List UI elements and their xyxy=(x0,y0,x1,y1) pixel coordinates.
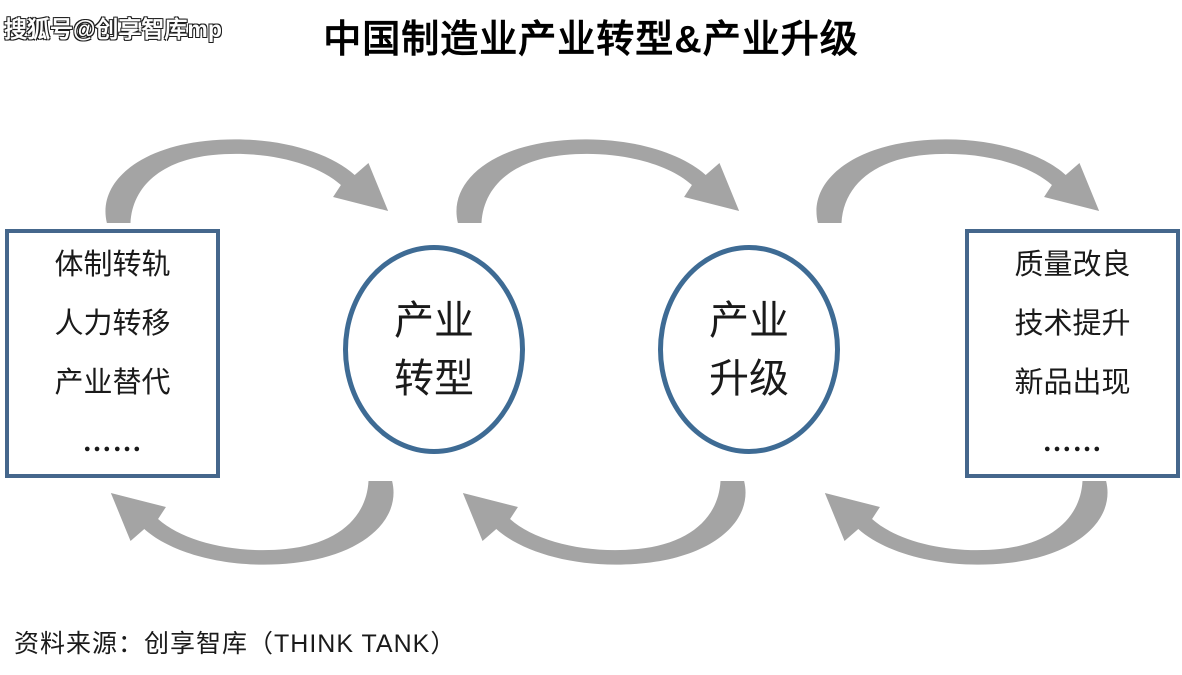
circle-label-line: 转型 xyxy=(394,355,474,401)
source-note: 资料来源：创享智库（THINK TANK） xyxy=(14,630,457,658)
cycle-arrow-bottom-left-icon xyxy=(110,481,394,565)
factor-item: 体制转轨 xyxy=(54,248,171,281)
industry-upgrade-circle: 产业 升级 xyxy=(658,245,840,454)
circle-label-line: 升级 xyxy=(709,355,789,401)
cycle-arrow-bottom-right-icon xyxy=(824,481,1108,565)
factor-item: 产业替代 xyxy=(54,366,171,399)
factor-item: 人力转移 xyxy=(54,307,171,340)
industry-transform-circle: 产业 转型 xyxy=(343,245,525,454)
page-title: 中国制造业产业转型&产业升级 xyxy=(323,19,859,61)
outcome-item: 技术提升 xyxy=(1014,307,1131,340)
cycle-arrow-top-right-icon xyxy=(816,139,1100,223)
outcome-item: 新品出现 xyxy=(1014,366,1131,399)
outcome-item: 质量改良 xyxy=(1014,248,1131,281)
circle-label-line: 产业 xyxy=(709,297,789,343)
ellipsis-text: …… xyxy=(82,425,143,458)
upgrade-outcomes-box: 质量改良 技术提升 新品出现 …… xyxy=(965,229,1180,478)
cycle-arrow-bottom-middle-icon xyxy=(462,481,746,565)
circle-label-line: 产业 xyxy=(394,297,474,343)
transform-factors-box: 体制转轨 人力转移 产业替代 …… xyxy=(5,229,220,478)
ellipsis-text: …… xyxy=(1042,425,1103,458)
cycle-arrow-top-middle-icon xyxy=(456,139,740,223)
cycle-arrow-top-left-icon xyxy=(105,139,389,223)
sohu-watermark: 搜狐号@创享智库mp xyxy=(4,16,222,42)
